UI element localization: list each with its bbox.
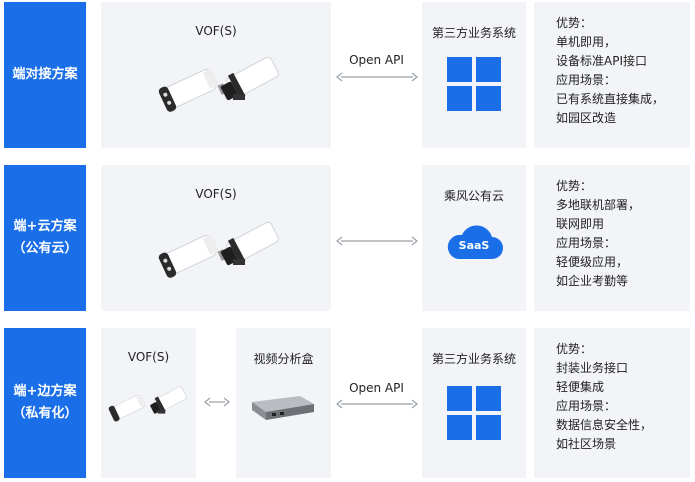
advantage-line: 单机即用，: [556, 35, 617, 49]
device-panel: VOF(S): [101, 165, 331, 311]
target-title: 第三方业务系统: [431, 26, 516, 40]
cloud-label: SaaS: [458, 239, 490, 252]
advantage-line: 联网即用: [556, 217, 605, 231]
advantages-panel: 优势： 封装业务接口 轻便集成 应用场景： 数据信息安全性， 如社区场景: [534, 328, 690, 478]
box-title: 视频分析盒: [253, 352, 314, 366]
device-title: VOF(S): [195, 24, 237, 38]
advantage-line: 轻便级应用，: [556, 255, 629, 269]
advantage-line: 设备标准API接口: [556, 54, 647, 68]
row-label: 端对接方案: [4, 2, 86, 148]
advantage-line: 优势：: [556, 179, 593, 193]
advantages-panel: 优势： 多地联机部署， 联网即用 应用场景： 轻便级应用， 如企业考勤等: [534, 165, 690, 311]
connector-label: Open API: [349, 53, 404, 67]
advantage-line: 多地联机部署，: [556, 198, 641, 212]
cloud-saas-icon: SaaS: [444, 223, 504, 263]
row-label-text: 端+云方案: [13, 219, 77, 234]
device-title: VOF(S): [127, 350, 170, 364]
advantage-line: 优势：: [556, 16, 593, 30]
double-arrow-icon: [336, 72, 418, 82]
row-label: 端+边方案 （私有化）: [4, 328, 86, 478]
device-panel: VOF(S): [101, 2, 331, 148]
advantage-line: 优势：: [556, 342, 593, 356]
row-label-subtext: （公有云）: [12, 241, 78, 256]
video-analysis-box-icon: [252, 396, 314, 420]
advantage-line: 封装业务接口: [556, 361, 629, 375]
row-label-text: 端+边方案: [13, 384, 77, 399]
advantage-line: 如社区场景: [556, 437, 617, 451]
target-title: 乘风公有云: [443, 189, 504, 203]
advantage-line: 如园区改造: [556, 111, 617, 125]
advantage-line: 应用场景：: [556, 236, 617, 250]
box-camera-icon: [220, 56, 279, 101]
solution-row-cloud: 端+云方案 （公有云） VOF(S) 乘风公有云: [0, 163, 695, 313]
advantage-line: 已有系统直接集成，: [556, 92, 665, 106]
row-label: 端+云方案 （公有云）: [4, 165, 86, 311]
windows-logo-icon: [447, 57, 501, 111]
row-label-subtext: （私有化）: [12, 406, 78, 421]
target-panel: 乘风公有云 SaaS: [422, 165, 526, 311]
advantage-line: 如企业考勤等: [556, 274, 629, 288]
advantage-line: 轻便集成: [556, 380, 605, 394]
double-arrow-icon: [336, 236, 418, 246]
row-label-text: 端对接方案: [12, 67, 78, 82]
device-title: VOF(S): [195, 187, 237, 201]
advantages-panel: 优势： 单机即用， 设备标准API接口 应用场景： 已有系统直接集成， 如园区改…: [534, 2, 690, 148]
double-arrow-icon: [204, 397, 230, 407]
target-panel: 第三方业务系统: [422, 2, 526, 148]
solution-row-edge-box: 端+边方案 （私有化） VOF(S) 视频分析盒: [0, 326, 695, 482]
solution-row-edge: 端对接方案 VOF(S) Open API 第三方业务系统: [0, 0, 695, 150]
target-panel: 第三方业务系统: [422, 328, 526, 478]
device-panel: VOF(S): [101, 328, 196, 478]
target-title: 第三方业务系统: [431, 352, 516, 366]
analysis-box-panel: 视频分析盒: [236, 328, 331, 478]
advantage-line: 应用场景：: [556, 399, 617, 413]
advantage-line: 数据信息安全性，: [556, 418, 653, 432]
advantage-line: 应用场景：: [556, 73, 617, 87]
bullet-camera-icon: [108, 394, 147, 422]
windows-logo-icon: [447, 386, 501, 440]
box-camera-icon: [150, 386, 187, 414]
box-camera-icon: [220, 221, 279, 266]
connector-label: Open API: [349, 381, 404, 395]
double-arrow-icon: [336, 399, 418, 409]
